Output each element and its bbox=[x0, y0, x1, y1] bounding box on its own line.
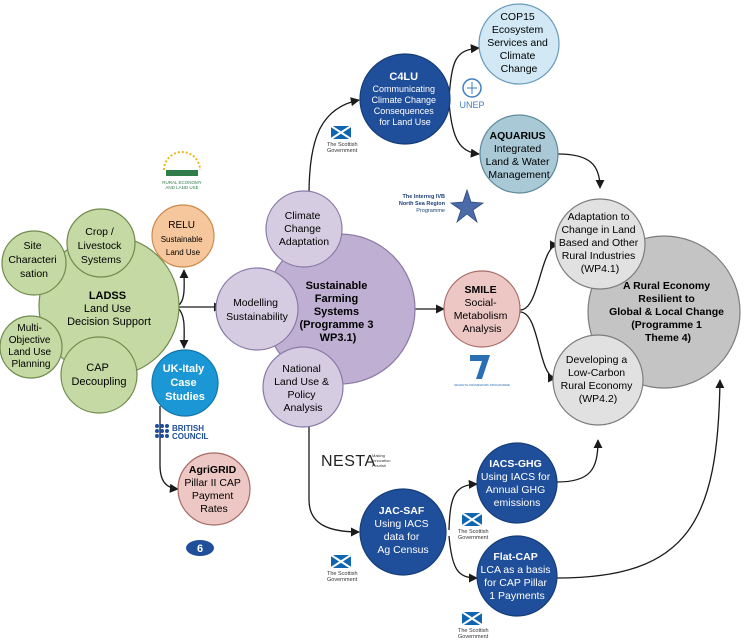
svg-text:The Scottish: The Scottish bbox=[458, 529, 489, 535]
node-cop15: COP15 Ecosystem Services and Climate Cha… bbox=[478, 3, 560, 85]
svg-text:Flourish: Flourish bbox=[372, 463, 386, 468]
british-council-logo: BRITISH COUNCIL bbox=[155, 424, 209, 441]
svg-text:Programme: Programme bbox=[416, 208, 445, 214]
edge-ladss-to-ukitaly bbox=[177, 307, 189, 349]
node-sfs-label: Sustainable Farming Systems (Programme 3… bbox=[299, 280, 376, 344]
node-smile: SMILE Social- Metabolism Analysis bbox=[443, 270, 521, 348]
edge-jacsaf-to-iacsghg bbox=[448, 479, 478, 531]
scottish-government-logo: The Scottish Government bbox=[327, 554, 358, 583]
node-modelling: Modelling Sustainability bbox=[215, 267, 299, 351]
edge-iacsghg-to-lowcarbon bbox=[556, 439, 603, 483]
node-rural-label: A Rural Economy Resilient to Global & Lo… bbox=[609, 280, 727, 344]
node-flatcap: Flat-CAP LCA as a basis for CAP Pillar 1… bbox=[476, 535, 558, 617]
svg-text:The Scottish: The Scottish bbox=[327, 571, 358, 577]
svg-text:COUNCIL: COUNCIL bbox=[172, 432, 209, 441]
node-crop: Crop / Livestock Systems bbox=[66, 208, 136, 278]
svg-text:The Scottish: The Scottish bbox=[327, 142, 358, 148]
node-c4lu-label: C4LU Communicating Climate Change Conseq… bbox=[371, 71, 438, 127]
node-jacsaf-label: JAC-SAF Using IACS data for Ag Census bbox=[374, 505, 431, 556]
node-site: Site Characteri sation bbox=[1, 230, 67, 296]
node-ukitaly: UK-Italy Case Studies bbox=[151, 349, 219, 417]
node-relu: RELU Sustainable Land Use bbox=[151, 204, 215, 268]
svg-text:Government: Government bbox=[458, 634, 489, 640]
connector-edges bbox=[159, 44, 725, 583]
node-aquarius: AQUARIUS Integrated Land & Water Managem… bbox=[479, 114, 559, 194]
svg-text:Innovation: Innovation bbox=[372, 458, 390, 463]
node-ladss-label: LADSS Land Use Decision Support bbox=[67, 290, 151, 328]
node-national: National Land Use & Policy Analysis bbox=[262, 346, 344, 428]
node-c4lu: C4LU Communicating Climate Change Conseq… bbox=[359, 53, 451, 145]
scottish-government-logo: The Scottish Government bbox=[458, 611, 489, 640]
node-jacsaf: JAC-SAF Using IACS data for Ag Census bbox=[359, 488, 447, 576]
edge-smile-to-lowcarbon bbox=[519, 311, 557, 383]
node-cca-label: Climate Change Adaptation bbox=[279, 210, 329, 248]
svg-text:North Sea Region: North Sea Region bbox=[399, 201, 446, 207]
svg-text:SEVENTH FRAMEWORK PROGRAMME: SEVENTH FRAMEWORK PROGRAMME bbox=[454, 383, 510, 387]
fp7-logo: SEVENTH FRAMEWORK PROGRAMME bbox=[454, 355, 510, 387]
edge-ladss-to-relu bbox=[177, 269, 189, 307]
node-ladss: LADSS Land Use Decision Support bbox=[38, 235, 180, 377]
node-iacsghg: IACS-GHG Using IACS for Annual GHG emiss… bbox=[476, 442, 558, 524]
svg-text:Government: Government bbox=[327, 577, 358, 583]
svg-text:Government: Government bbox=[458, 535, 489, 541]
edge-cap-to-agrigrid bbox=[159, 406, 179, 493]
scottish-government-logo: The Scottish Government bbox=[458, 512, 489, 541]
node-iacsghg-label: IACS-GHG Using IACS for Annual GHG emiss… bbox=[481, 458, 553, 509]
node-lowcarbon: Developing a Low-Carbon Rural Economy (W… bbox=[552, 334, 644, 426]
interreg-logo: The Interreg IVB North Sea Region Progra… bbox=[399, 188, 485, 224]
node-multi: Multi- Objective Land Use Planning bbox=[0, 315, 63, 379]
edge-aquarius-to-adaptation bbox=[557, 153, 605, 189]
svg-text:AND LAND USE: AND LAND USE bbox=[165, 185, 198, 190]
node-multi-label: Multi- Objective Land Use Planning bbox=[8, 323, 54, 370]
svg-text:The Interreg IVB: The Interreg IVB bbox=[403, 194, 446, 200]
node-cap-label: CAP Decoupling bbox=[71, 362, 126, 388]
node-crop-label: Crop / Livestock Systems bbox=[78, 226, 125, 266]
node-flatcap-label: Flat-CAP LCA as a basis for CAP Pillar 1… bbox=[481, 551, 554, 602]
node-lowcarbon-label: Developing a Low-Carbon Rural Economy (W… bbox=[561, 354, 636, 405]
starfish-icon bbox=[449, 188, 485, 224]
node-modelling-label: Modelling Sustainability bbox=[226, 297, 289, 323]
edge-c4lu-to-aquarius bbox=[448, 101, 480, 158]
svg-text:NESTA: NESTA bbox=[321, 453, 376, 470]
edge-cca-to-c4lu bbox=[308, 97, 360, 196]
node-agrigrid: AgriGRID Pillar II CAP Payment Rates bbox=[177, 452, 251, 526]
node-national-label: National Land Use & Policy Analysis bbox=[274, 363, 332, 414]
node-cap: CAP Decoupling bbox=[60, 336, 138, 414]
fp6-logo: 6 bbox=[186, 540, 214, 556]
edge-national-to-jacsaf bbox=[308, 410, 360, 537]
node-ukitaly-label: UK-Italy Case Studies bbox=[163, 363, 208, 403]
node-smile-label: SMILE Social- Metabolism Analysis bbox=[454, 284, 511, 335]
svg-text:UNEP: UNEP bbox=[459, 100, 484, 110]
scottish-government-logo: The Scottish Government bbox=[327, 125, 358, 154]
svg-text:BRITISH: BRITISH bbox=[172, 424, 204, 433]
node-site-label: Site Characteri sation bbox=[8, 240, 59, 280]
edge-smile-to-adaptation bbox=[519, 240, 559, 311]
node-aquarius-label: AQUARIUS Integrated Land & Water Managem… bbox=[486, 130, 553, 181]
node-adaptation-label: Adaptation to Change in Land Based and O… bbox=[559, 211, 641, 275]
svg-text:RURAL ECONOMY: RURAL ECONOMY bbox=[162, 180, 202, 185]
edge-flatcap-to-rural bbox=[556, 379, 725, 579]
edge-jacsaf-to-flatcap bbox=[448, 535, 478, 583]
svg-text:Making: Making bbox=[372, 453, 385, 458]
relu-logo: RURAL ECONOMY AND LAND USE bbox=[162, 151, 202, 190]
unep-logo: UNEP bbox=[459, 78, 485, 110]
svg-text:6: 6 bbox=[197, 543, 203, 555]
node-adaptation: Adaptation to Change in Land Based and O… bbox=[554, 198, 646, 290]
node-cca: Climate Change Adaptation bbox=[265, 190, 343, 268]
node-relu-label: RELU Sustainable Land Use bbox=[161, 220, 206, 257]
svg-text:Government: Government bbox=[327, 148, 358, 154]
edge-c4lu-to-cop15 bbox=[448, 44, 480, 99]
svg-text:The Scottish: The Scottish bbox=[458, 628, 489, 634]
node-agrigrid-label: AgriGRID Pillar II CAP Payment Rates bbox=[184, 464, 243, 515]
node-cop15-label: COP15 Ecosystem Services and Climate Cha… bbox=[487, 11, 551, 75]
nesta-logo: NESTA Making Innovation Flourish bbox=[321, 453, 390, 470]
